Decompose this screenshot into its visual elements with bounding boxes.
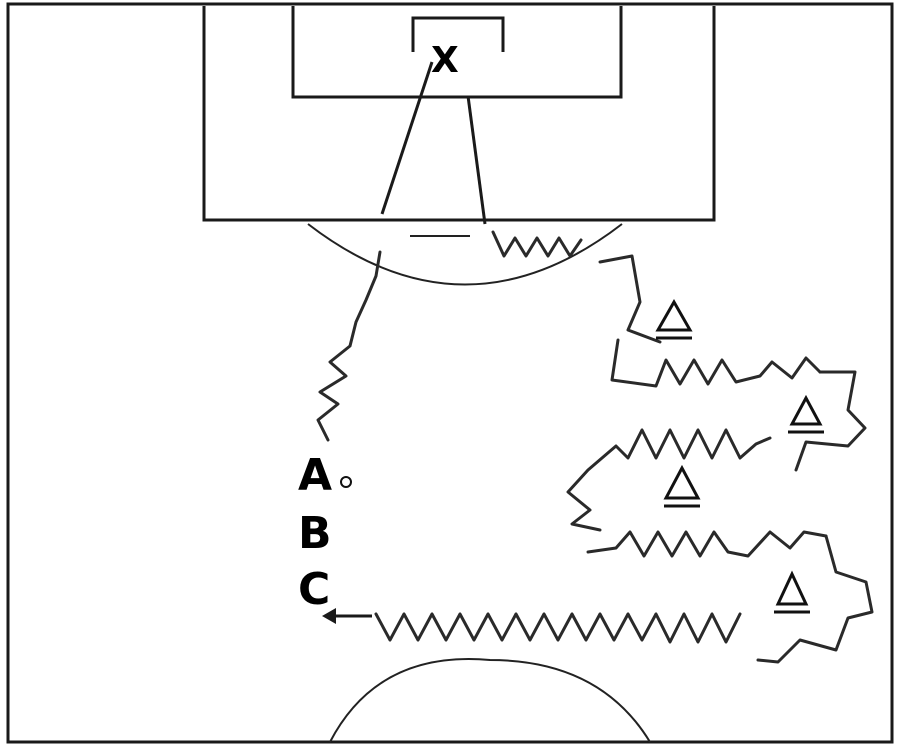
center-circle-arc bbox=[329, 658, 651, 743]
dribble-path-row-1 bbox=[610, 338, 822, 388]
goal-area bbox=[291, 6, 623, 99]
player-c-label: C bbox=[298, 564, 330, 615]
dribble-path-right-1 bbox=[794, 370, 867, 472]
player-b-label: B bbox=[298, 508, 332, 559]
dribble-path-left bbox=[316, 250, 382, 442]
goal-frame bbox=[411, 16, 505, 52]
player-a-label: A bbox=[298, 450, 332, 501]
shot-line-left bbox=[380, 61, 434, 215]
return-arrow-head bbox=[322, 608, 336, 624]
dribble-path-row-2 bbox=[566, 428, 772, 532]
penalty-box bbox=[202, 6, 716, 222]
cone-1 bbox=[655, 298, 693, 340]
goalkeeper-marker: X bbox=[431, 40, 459, 81]
dribble-path-bottom bbox=[374, 612, 742, 644]
dribble-path-right-3 bbox=[756, 534, 874, 664]
shot-line-right bbox=[466, 95, 487, 225]
field-boundary bbox=[6, 2, 894, 744]
penalty-arc bbox=[307, 223, 623, 286]
ball-icon bbox=[340, 476, 352, 488]
dribble-path-row-3 bbox=[586, 530, 828, 558]
cone-4 bbox=[774, 570, 810, 614]
cone-2 bbox=[788, 394, 824, 434]
dribble-path-top bbox=[491, 230, 583, 258]
dribble-path-right-upper bbox=[598, 254, 662, 344]
cone-3 bbox=[663, 464, 701, 508]
